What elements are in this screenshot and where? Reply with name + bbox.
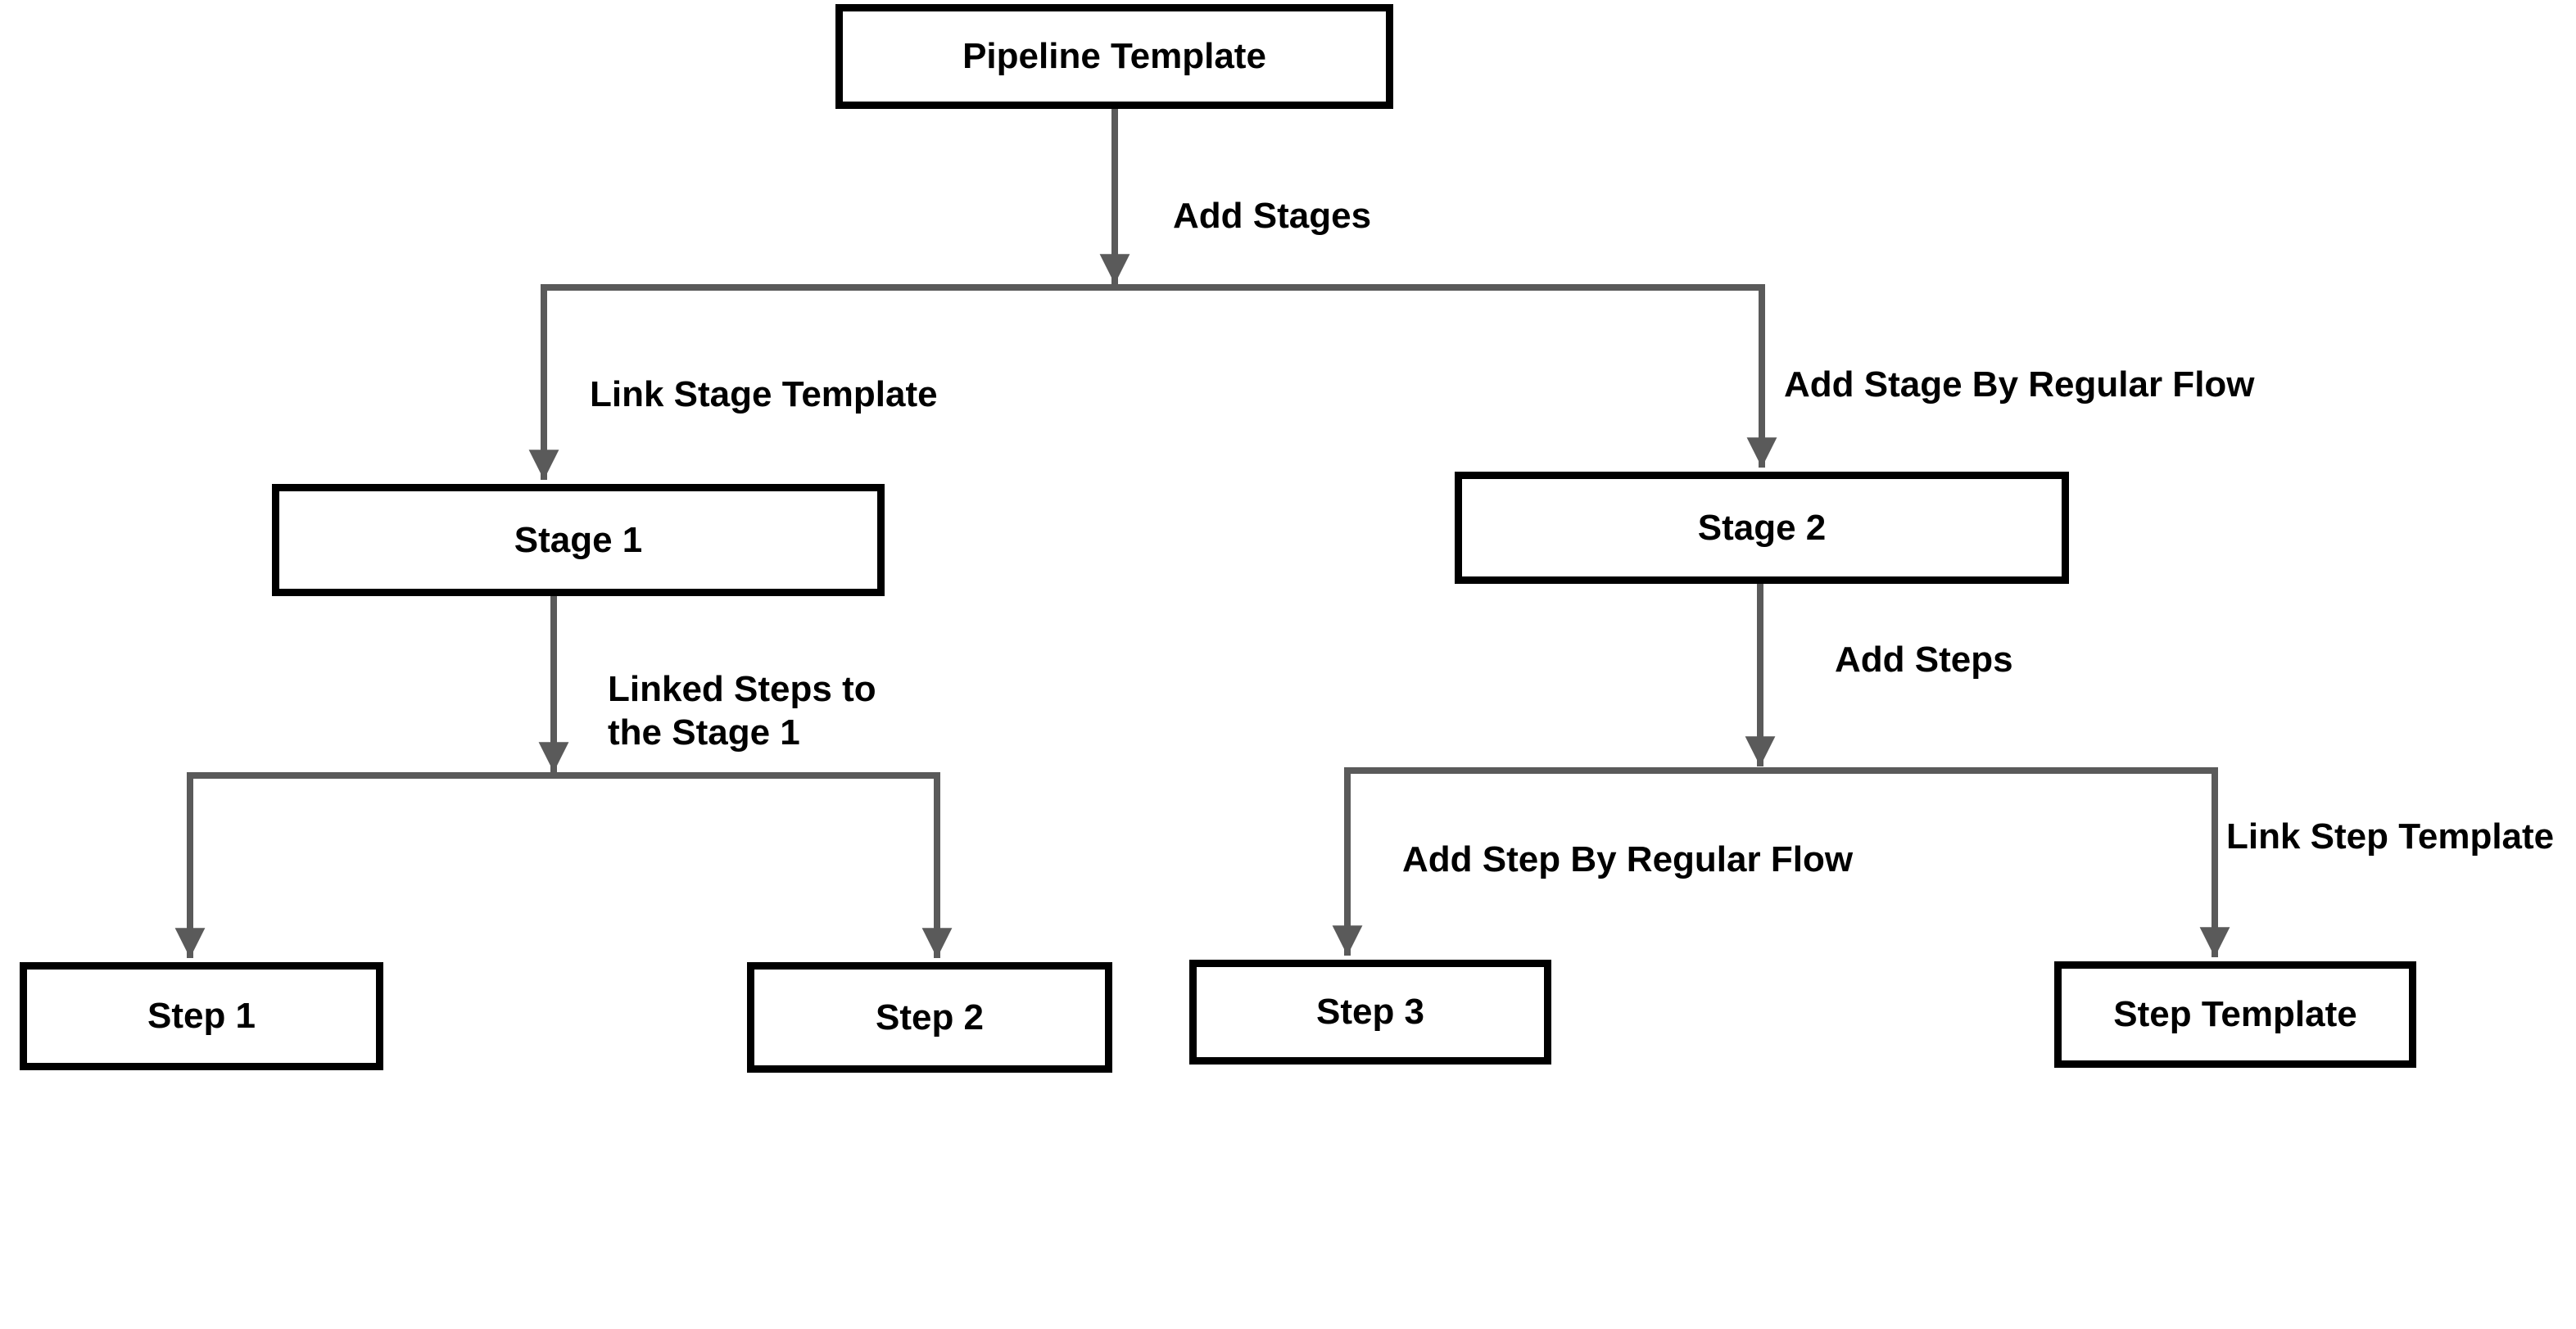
- node-step-template-label: Step Template: [2113, 994, 2357, 1034]
- connector-branch-to-step-template: [1760, 767, 2230, 957]
- node-step-3-label: Step 3: [1315, 992, 1425, 1032]
- node-stage-1-label: Stage 1: [514, 519, 643, 560]
- connector-branch-to-step-1: [174, 772, 554, 958]
- node-step-2: Step 2: [747, 962, 1112, 1073]
- node-pipeline-template: Pipeline Template: [835, 4, 1393, 109]
- node-stage-1: Stage 1: [272, 484, 885, 596]
- node-pipeline-template-label: Pipeline Template: [962, 36, 1266, 76]
- node-step-1: Step 1: [20, 962, 383, 1070]
- node-step-3: Step 3: [1189, 960, 1551, 1065]
- edge-label-add-stages: Add Stages: [1173, 196, 1372, 236]
- edge-label-linked-steps-to-the-stage-1: Linked Steps to the Stage 1: [608, 669, 876, 753]
- node-stage-2: Stage 2: [1455, 472, 2069, 584]
- connector-branch-to-step-2: [554, 772, 953, 958]
- edge-label-link-step-template: Link Step Template: [2226, 816, 2555, 857]
- edge-label-add-steps: Add Steps: [1835, 640, 2013, 680]
- edge-label-link-stage-template: Link Stage Template: [590, 374, 938, 414]
- connector-branch-to-stage-1: [528, 284, 1115, 480]
- node-step-template: Step Template: [2054, 961, 2416, 1068]
- edge-label-add-step-by-regular-flow: Add Step By Regular Flow: [1402, 839, 1854, 879]
- edge-label-add-stage-by-regular-flow: Add Stage By Regular Flow: [1784, 364, 2255, 405]
- node-step-2-label: Step 2: [875, 997, 985, 1037]
- node-step-1-label: Step 1: [147, 996, 256, 1036]
- node-stage-2-label: Stage 2: [1697, 507, 1827, 548]
- connector-branch-to-stage-2: [1115, 284, 1777, 468]
- connector-branch-to-step-3: [1332, 767, 1760, 956]
